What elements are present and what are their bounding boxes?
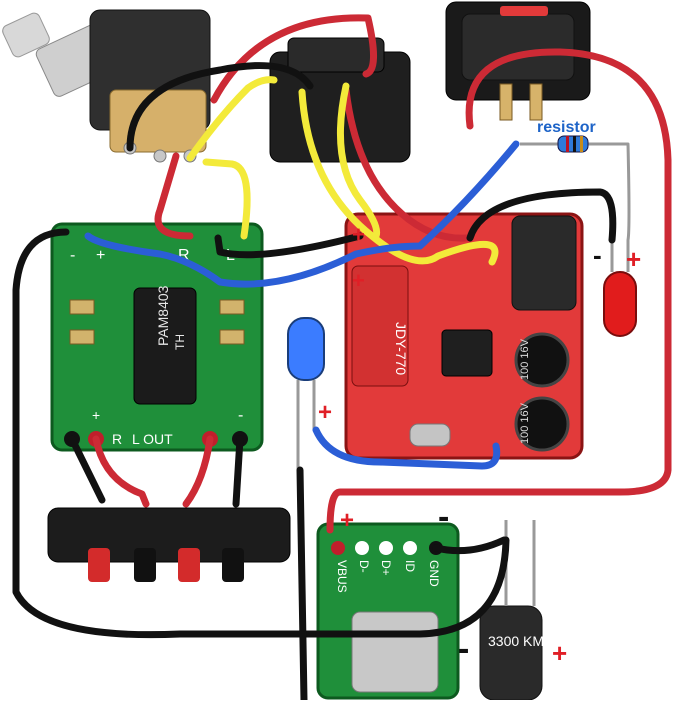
capacitor-text: 3300 KM [488,633,544,649]
minus-sign-red-led: - [593,240,602,270]
plus-sign-blue-led: + [318,399,332,426]
amp-top-pin-1: - [70,247,75,264]
bt-cap-text-1: 100 16V [519,338,531,380]
blue-wire [84,140,520,288]
amp-bottom-pin-5: - [238,407,243,424]
bt-model-text: JDY-770 [393,322,409,375]
yellow-wire [336,82,381,240]
plus-sign-bt-board: + [352,222,365,247]
yellow-wire [298,88,499,266]
usb-pin-5: GND [427,560,441,587]
minus-sign-capacitor: - [458,630,469,668]
potentiometer [2,9,211,163]
resistor-label: resistor [537,119,596,136]
amp-bottom-pin-3: L OUT [132,431,173,447]
amp-top-pin-2: + [96,247,105,264]
plus-sign-usb: + [340,507,354,534]
blue-wire [312,426,501,470]
amp-top-pin-4: R [178,247,190,264]
black-wire [68,435,106,504]
red-led [603,240,637,337]
capacitor: 3300 KM [479,520,544,701]
plus-sign-red-led: + [626,244,641,274]
red-wire [182,435,214,508]
usb-pin-3: D+ [379,560,393,576]
red-wire [342,86,470,242]
speaker-terminal [47,507,291,582]
usb-pin-2: D- [357,560,371,573]
resistor-component: resistor [520,119,620,153]
amp-chip-text-2: TH [173,334,187,350]
black-wire [296,466,308,704]
black-wire [214,232,364,259]
black-wire [432,536,508,555]
bluetooth-board: JDY-770 100 16V 100 16V [344,212,584,460]
minus-sign-usb: - [438,498,449,536]
amp-bottom-pin-2: R [112,431,122,447]
amp-bottom-pin-1: + [92,407,100,423]
wires [12,14,672,704]
black-wire [126,62,314,152]
plus-sign-capacitor: + [552,638,567,668]
red-wire [92,435,150,508]
black-wire [466,188,617,244]
amp-chip-text-1: PAM8403 [155,285,171,346]
usb-pin-1: VBUS [335,560,349,593]
red-wire [326,48,672,534]
red-wire [154,152,194,240]
plus-sign-bt-board-2: + [352,268,365,293]
polarity-signs: + - + + + + - + - [318,222,641,668]
bt-cap-text-2: 100 16V [519,402,531,444]
amp-board: PAM8403 TH - + L R + R L OUT L - [50,222,264,452]
black-wire [12,228,510,639]
usb-pin-4: ID [403,560,417,572]
yellow-wire [202,158,251,240]
yellow-wire [186,76,278,162]
resistor-lead [618,142,631,242]
black-wire [232,435,244,508]
blue-led [287,317,325,470]
